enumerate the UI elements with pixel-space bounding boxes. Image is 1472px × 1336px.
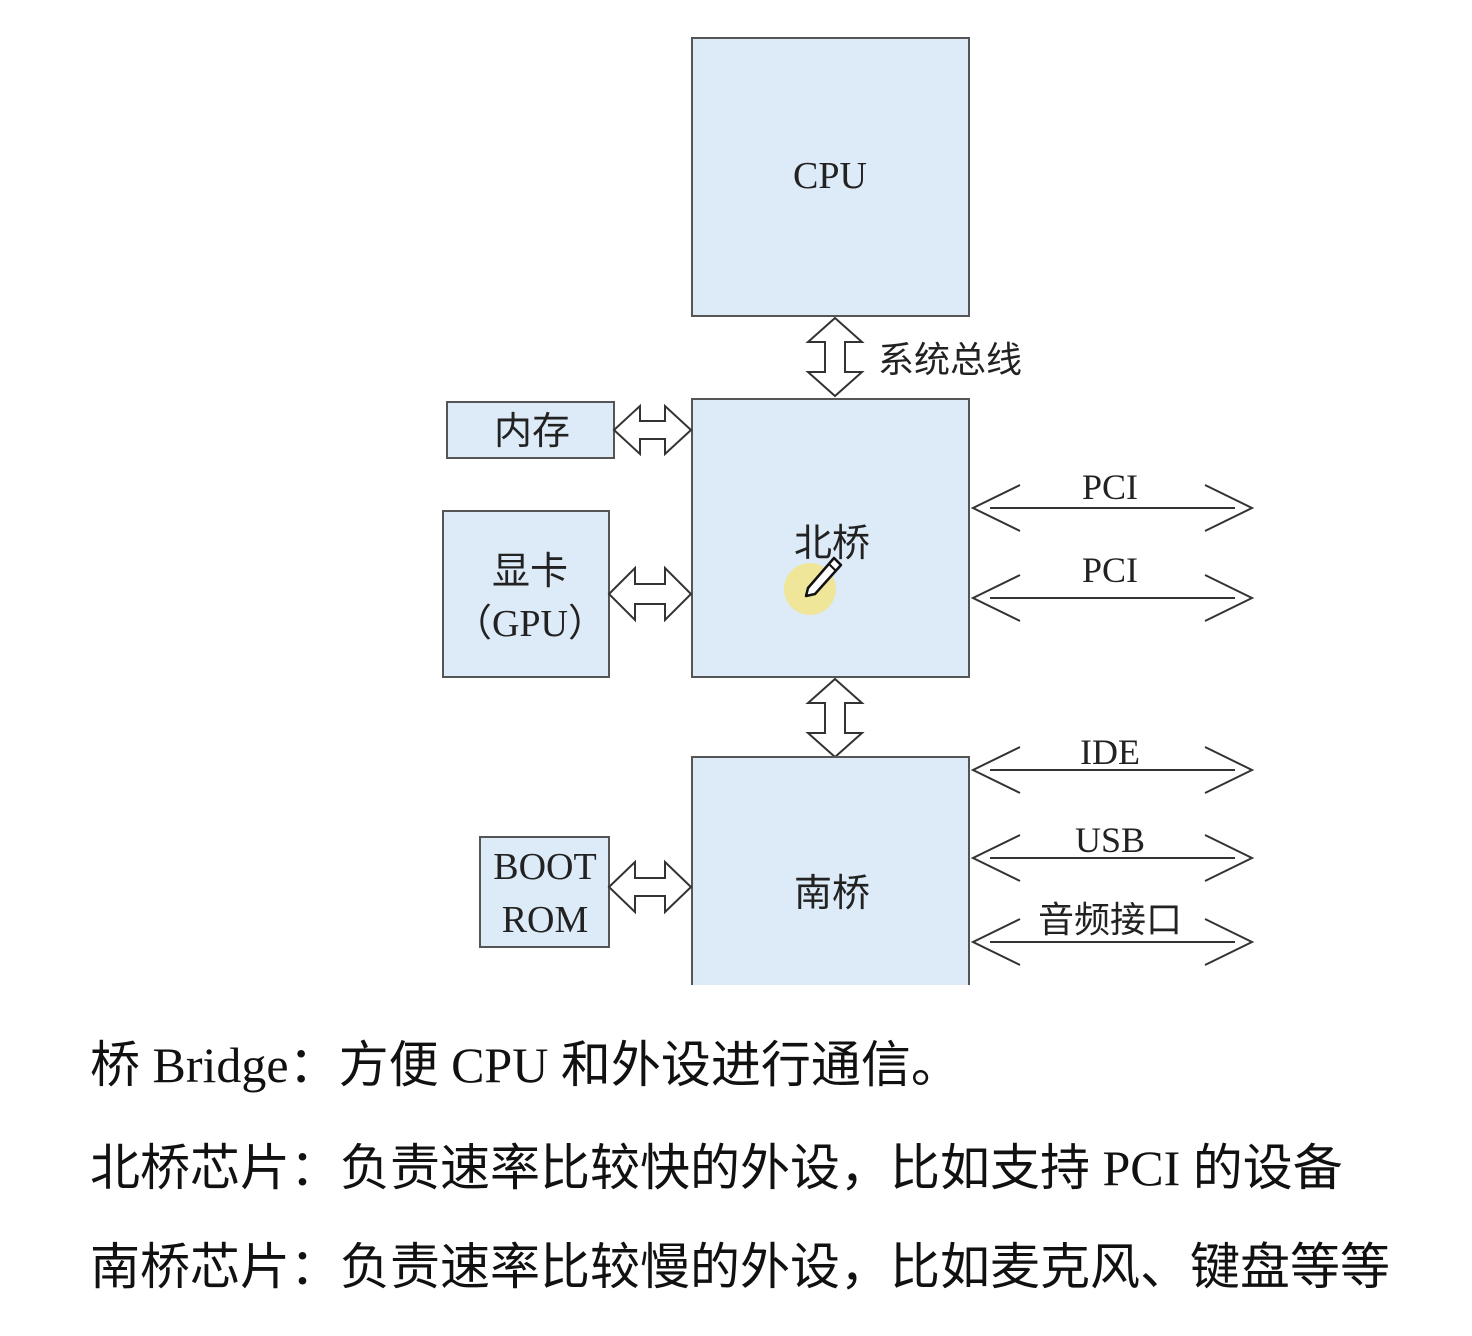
memory-label: 内存: [494, 411, 570, 453]
cpu-label: CPU: [793, 155, 867, 197]
memory-box: [446, 401, 615, 459]
system-bus-label: 系统总线: [878, 340, 1022, 380]
boot-rom-label-line2: ROM: [502, 899, 589, 941]
boot-rom-label-line1: BOOT: [493, 846, 596, 888]
usb-bus-arrow: [970, 834, 1255, 882]
ide-bus-arrow: [970, 746, 1255, 794]
audio-bus-arrow: [970, 918, 1255, 966]
southbridge-label: 南桥: [794, 873, 870, 915]
memory-link-arrow: [612, 403, 693, 457]
north-south-link-arrow: [805, 677, 865, 759]
caption-southbridge: 南桥芯片：负责速率比较慢的外设，比如麦克风、键盘等等: [90, 1239, 1390, 1295]
pen-cursor-icon: [784, 556, 843, 615]
pci-bus-arrow-1: [970, 484, 1255, 532]
usb-bus-label: USB: [1075, 820, 1145, 860]
pci-bus-label-1: PCI: [1082, 467, 1138, 507]
pci-bus-label-2: PCI: [1082, 550, 1138, 590]
gpu-box: [442, 510, 610, 678]
caption-bridge: 桥 Bridge：方便 CPU 和外设进行通信。: [90, 1037, 961, 1093]
northbridge-label: 北桥: [794, 523, 870, 565]
boot-rom-box: [479, 836, 610, 948]
northbridge-box: [691, 398, 970, 678]
gpu-label-line1: 显卡: [492, 551, 568, 593]
boot-rom-link-arrow: [607, 859, 693, 915]
audio-bus-label: 音频接口: [1038, 900, 1182, 940]
system-bus-arrow: [805, 316, 865, 398]
pci-bus-arrow-2: [970, 574, 1255, 622]
gpu-link-arrow: [607, 565, 693, 623]
architecture-diagram: CPU 系统总线 北桥 内存 显卡 （GPU） 南桥 BOOT ROM PCI …: [442, 37, 1255, 985]
caption-northbridge: 北桥芯片：负责速率比较快的外设，比如支持 PCI 的设备: [90, 1140, 1343, 1196]
ide-bus-label: IDE: [1080, 732, 1140, 772]
cpu-box: [691, 37, 970, 317]
gpu-label-line2: （GPU）: [454, 603, 606, 645]
